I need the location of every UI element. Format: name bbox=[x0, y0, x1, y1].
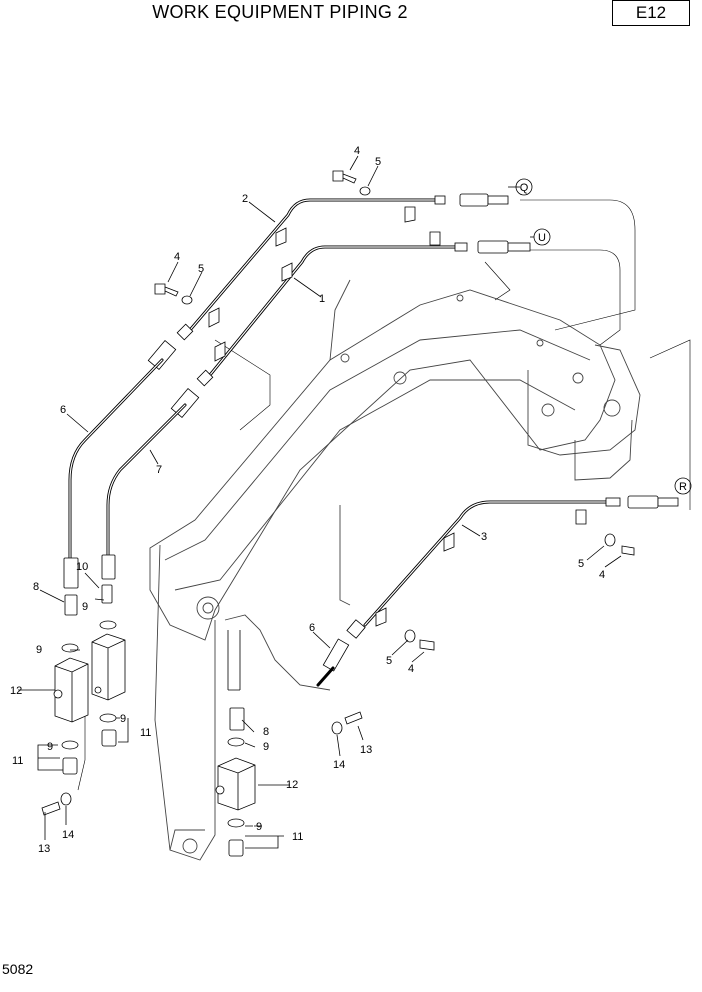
boom-outline bbox=[149, 279, 641, 861]
pipe-1 bbox=[196, 231, 531, 387]
callout-12: 12 bbox=[286, 779, 298, 791]
callout-9: 9 bbox=[263, 741, 269, 753]
callout-leaders bbox=[18, 155, 622, 849]
part-callouts: 4 5 2 1 4 5 6 7 3 5 4 6 5 4 8 10 9 9 12 … bbox=[10, 145, 605, 855]
callout-9: 9 bbox=[47, 741, 53, 753]
pipe-2 bbox=[176, 193, 509, 341]
callout-9: 9 bbox=[256, 821, 262, 833]
callout-3: 3 bbox=[481, 531, 487, 543]
callout-5: 5 bbox=[386, 655, 392, 667]
callout-6: 6 bbox=[60, 404, 66, 416]
callout-4: 4 bbox=[174, 251, 180, 263]
connection-label-r-circle bbox=[674, 477, 692, 495]
callout-1: 1 bbox=[319, 293, 325, 305]
callout-9: 9 bbox=[36, 644, 42, 656]
callout-13: 13 bbox=[360, 744, 372, 756]
callout-12: 12 bbox=[10, 685, 22, 697]
page-number: 5082 bbox=[2, 961, 34, 977]
callout-5: 5 bbox=[578, 558, 584, 570]
callout-5: 5 bbox=[375, 156, 381, 168]
diagram-code-box: E12 bbox=[612, 0, 690, 26]
callout-8: 8 bbox=[263, 726, 269, 738]
hardware bbox=[41, 170, 635, 857]
callout-11: 11 bbox=[140, 727, 151, 739]
manifold-blocks bbox=[53, 633, 256, 811]
connection-label-q-circle bbox=[515, 178, 533, 196]
connection-labels: Q U R bbox=[508, 178, 692, 495]
callout-5: 5 bbox=[198, 263, 204, 275]
callout-13: 13 bbox=[38, 843, 50, 855]
pipe-3 bbox=[346, 495, 679, 639]
connection-leader-lines bbox=[77, 199, 691, 791]
callout-14: 14 bbox=[62, 829, 74, 841]
hose-6-right bbox=[227, 630, 350, 691]
connection-label-u: U bbox=[538, 232, 546, 244]
callout-2: 2 bbox=[242, 193, 248, 205]
callout-8: 8 bbox=[33, 581, 39, 593]
callout-9: 9 bbox=[120, 713, 126, 725]
callout-4: 4 bbox=[408, 663, 414, 675]
callout-10: 10 bbox=[76, 561, 88, 573]
callout-6: 6 bbox=[309, 622, 315, 634]
callout-14: 14 bbox=[333, 759, 345, 771]
page-title: WORK EQUIPMENT PIPING 2 bbox=[152, 2, 408, 22]
callout-11: 11 bbox=[12, 755, 23, 767]
callout-11: 11 bbox=[292, 831, 303, 843]
connection-label-u-circle bbox=[533, 228, 551, 246]
callout-4: 4 bbox=[599, 569, 605, 581]
connection-label-r: R bbox=[679, 481, 687, 493]
callout-4: 4 bbox=[354, 145, 360, 157]
callout-9: 9 bbox=[82, 601, 88, 613]
callout-7: 7 bbox=[156, 464, 162, 476]
hose-7 bbox=[101, 387, 200, 580]
connection-label-q: Q bbox=[520, 182, 529, 194]
hose-6-left bbox=[63, 339, 177, 589]
